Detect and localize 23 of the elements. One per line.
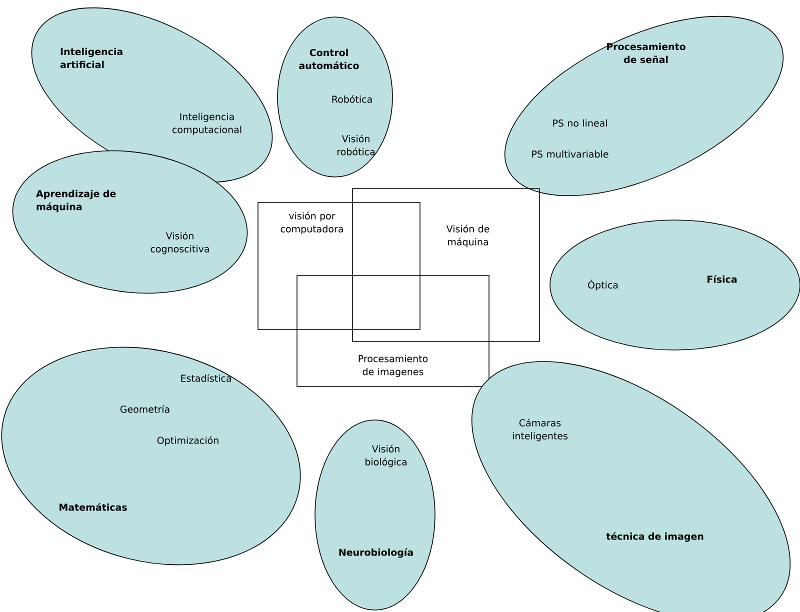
topic-text: Procesamiento de imagenes (358, 354, 428, 378)
heading-text: Procesamiento de señal (607, 42, 686, 64)
topic-text: Visión biológica (366, 444, 406, 468)
heading-text: Control automático (299, 48, 359, 70)
topic-text: Visión robótica (338, 134, 375, 156)
topic-text: Visión cognoscitiva (150, 232, 209, 254)
heading-text: Inteligencia artificial (60, 48, 122, 68)
heading-text: Física (708, 275, 737, 283)
topic-text: visión por computadora (280, 212, 343, 234)
topic-text: Robótica (332, 95, 372, 103)
heading-text: Neurobiología (339, 548, 413, 558)
topic-text: Cámaras inteligentes (512, 418, 568, 442)
topic-text: PS multivariable (532, 150, 608, 158)
topic-text: Estadística (181, 374, 231, 382)
topic-text: Óptica (588, 280, 618, 290)
heading-text: Aprendizaje de máquina (36, 190, 116, 212)
topic-text: Visión de máquina (446, 224, 490, 248)
heading-text: técnica de imagen (606, 532, 704, 542)
topic-text: Geometría (120, 405, 170, 413)
heading-text: Matemáticas (60, 503, 127, 511)
topic-text: Inteligencia computacional (172, 112, 242, 136)
topic-text: Optimización (157, 436, 218, 446)
topic-text: PS no lineal (553, 119, 607, 127)
